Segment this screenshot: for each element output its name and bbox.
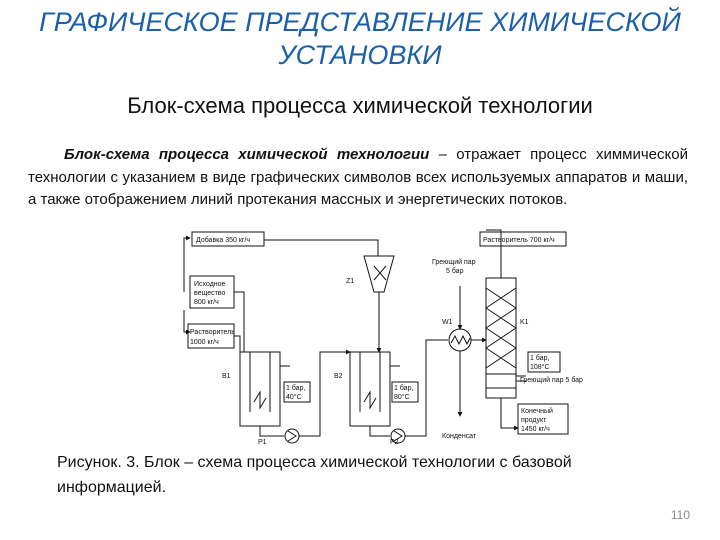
z1-filter: [363, 255, 395, 293]
k1-conditions-box: [527, 351, 561, 373]
p2-arrow: [393, 430, 403, 442]
steam-top-label-1: Греющий пар: [432, 258, 476, 266]
b2-condition-1: 1 бар,: [394, 384, 413, 392]
z1-label: Z1: [346, 278, 354, 285]
k1-label: K1: [520, 319, 529, 326]
p2-to-w1-line: [405, 339, 448, 437]
additive-label: Добавка 350 кг/ч: [196, 236, 250, 244]
process-flow-diagram: Добавка 350 кг/ч Исходное вещество 800 к…: [183, 229, 583, 446]
product-label-3: 1450 кг/ч: [521, 426, 550, 433]
z1-cross-icon: [373, 265, 387, 281]
b1-vessel: [239, 351, 281, 427]
w1-label: W1: [442, 319, 453, 326]
b1-conditions-box: [283, 381, 311, 403]
slide-subtitle: Блок-схема процесса химической технологи…: [127, 93, 593, 118]
b2-vessel: [349, 351, 391, 427]
paragraph-lead: Блок-схема процесса химической технологи…: [64, 146, 430, 163]
b1-condition-1: 1 бар,: [286, 384, 305, 392]
b1-internals: [249, 352, 271, 412]
initial-substance-label-2: вещество: [194, 290, 225, 297]
b1-coil-icon: [253, 390, 267, 410]
b2-conditions-box: [391, 381, 419, 403]
condensate-label: Конденсат: [442, 433, 477, 440]
steam-top-label-2: 5 бар: [446, 267, 464, 275]
k1-condition-1: 1 бар,: [530, 354, 549, 362]
solvent-in-label-1: Растворитель: [190, 329, 235, 336]
k1-condition-2: 108°C: [530, 363, 550, 371]
b2-to-p2-line: [369, 426, 390, 437]
description-paragraph: Блок-схема процесса химической технологи…: [28, 144, 688, 228]
additive-box: [191, 231, 265, 247]
p1-to-b2-line: [299, 349, 351, 437]
b2-condition-2: 80°C: [394, 393, 410, 401]
initial-substance-label-3: 800 кг/ч: [194, 299, 219, 306]
product-label-2: продукт: [521, 417, 547, 424]
b1-label: B1: [222, 373, 231, 380]
b1-condition-2: 40°C: [286, 393, 302, 401]
p2-label: P2: [390, 439, 399, 446]
k1-packing: [485, 287, 517, 369]
additive-to-z1-line: [264, 239, 379, 256]
b2-internals: [359, 352, 381, 412]
initial-substance-label-1: Исходное: [194, 281, 226, 288]
page-number: 110: [670, 508, 690, 522]
w1-coil: [450, 334, 471, 346]
solvent-in-label-2: 1000 кг/ч: [190, 339, 219, 346]
initial-substance-line: [234, 291, 245, 352]
additive-line: [183, 235, 191, 280]
solvent-top-label: Растворитель 700 кг/ч: [483, 237, 555, 244]
k1-reboiler: [485, 373, 517, 389]
b2-label: B2: [334, 373, 343, 380]
product-label-1: Конечный: [521, 407, 553, 415]
b1-to-p1-line: [259, 426, 284, 437]
slide-title: ГРАФИЧЕСКОЕ ПРЕДСТАВЛЕНИЕ ХИМИЧЕСКОЙ УСТ…: [39, 7, 681, 70]
k1-product-line: [500, 398, 519, 431]
paragraph-body: – отражает процесс химмической технологи…: [28, 146, 688, 208]
figure-caption: Рисунок. 3. Блок – схема процесса химиче…: [57, 454, 572, 496]
solvent-to-b1-line: [234, 335, 241, 352]
p1-arrow: [287, 430, 297, 442]
b2-coil-icon: [363, 390, 377, 410]
steam-bottom-label: Греющий пар 5 бар: [520, 376, 583, 384]
product-box: [517, 403, 569, 435]
k1-solvent-top-line: [486, 229, 502, 278]
p1-label: P1: [258, 439, 267, 446]
solvent-top-box: [479, 231, 567, 247]
